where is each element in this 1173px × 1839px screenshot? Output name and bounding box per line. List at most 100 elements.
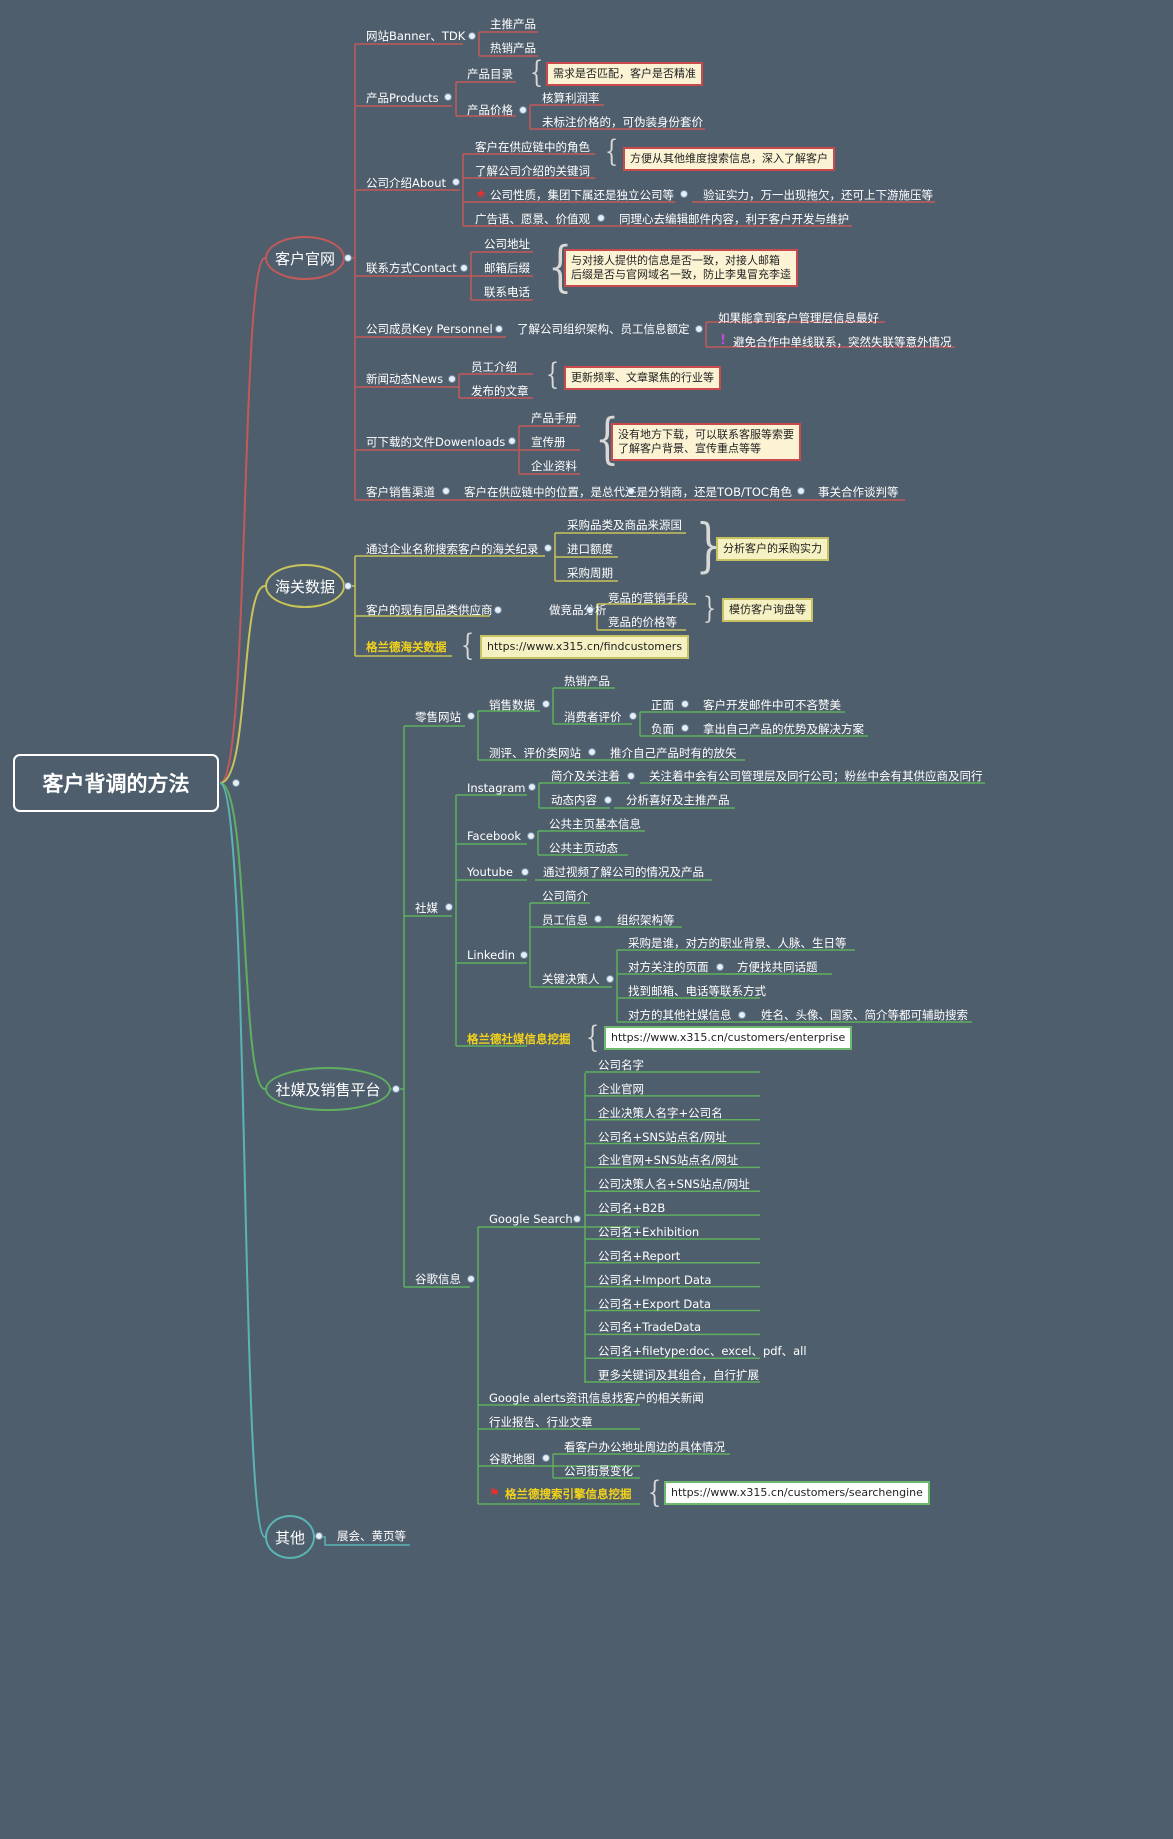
collapse-dot[interactable]	[738, 1011, 746, 1019]
collapse-dot[interactable]	[627, 772, 635, 780]
node-negative[interactable]: 负面	[651, 722, 674, 736]
node-contact[interactable]: 联系方式Contact	[366, 261, 457, 275]
collapse-dot[interactable]	[445, 903, 453, 911]
root-topic[interactable]: 客户背调的方法	[13, 754, 219, 812]
collapse-dot[interactable]	[680, 190, 688, 198]
node-fb-info[interactable]: 公共主页基本信息	[549, 817, 641, 831]
collapse-dot[interactable]	[604, 796, 612, 804]
node-company-docs[interactable]: 企业资料	[531, 459, 577, 473]
node-li-decision[interactable]: 关键决策人	[542, 972, 600, 986]
search-query-item[interactable]: 公司名字	[598, 1058, 644, 1072]
node-ig-bio[interactable]: 简介及关注着	[551, 769, 620, 783]
node-fb-posts[interactable]: 公共主页动态	[549, 841, 618, 855]
topic-other[interactable]: 其他	[265, 1515, 315, 1559]
node-articles[interactable]: 发布的文章	[471, 384, 529, 398]
node-google-info[interactable]: 谷歌信息	[415, 1272, 461, 1286]
node-comp-price[interactable]: 竞品的价格等	[608, 615, 677, 629]
node-kd-buyer[interactable]: 采购是谁，对方的职业背景、人脉、生日等	[628, 936, 847, 950]
collapse-dot[interactable]	[542, 1454, 550, 1462]
node-kd-pages[interactable]: 对方关注的页面	[628, 960, 709, 974]
node-ig-bio-detail[interactable]: 关注着中会有公司管理层及同行公司；粉丝中会有其供应商及同行	[649, 769, 983, 783]
node-solution[interactable]: 拿出自己产品的优势及解决方案	[703, 722, 864, 736]
search-query-item[interactable]: 公司名+Exhibition	[598, 1224, 700, 1239]
node-facebook[interactable]: Facebook	[467, 829, 522, 843]
node-catalog[interactable]: 产品目录	[467, 67, 513, 81]
node-slogan[interactable]: 广告语、愿景、价值观	[475, 212, 590, 226]
node-management[interactable]: 如果能拿到客户管理层信息最好	[718, 311, 879, 325]
node-sales-data[interactable]: 销售数据	[489, 698, 535, 712]
collapse-dot[interactable]	[344, 254, 352, 262]
collapse-dot[interactable]	[716, 963, 724, 971]
search-query-item[interactable]: 企业决策人名字+公司名	[598, 1105, 723, 1120]
node-staff-intro[interactable]: 员工介绍	[471, 360, 517, 374]
collapse-dot[interactable]	[597, 214, 605, 222]
node-google-maps[interactable]: 谷歌地图	[489, 1452, 535, 1466]
node-products[interactable]: 产品Products	[366, 91, 439, 105]
search-query-item[interactable]: 公司名+Export Data	[598, 1296, 711, 1311]
collapse-dot[interactable]	[681, 700, 689, 708]
search-query-item[interactable]: 企业官网	[598, 1081, 644, 1096]
node-street-view[interactable]: 公司街景变化	[564, 1464, 633, 1478]
node-profit[interactable]: 核算利润率	[542, 91, 600, 105]
node-industry-reports[interactable]: 行业报告、行业文章	[489, 1415, 593, 1429]
node-grand-customs[interactable]: 格兰德海关数据	[366, 640, 447, 654]
node-li-company[interactable]: 公司简介	[542, 889, 588, 903]
collapse-dot[interactable]	[442, 487, 450, 495]
collapse-dot[interactable]	[467, 1275, 475, 1283]
collapse-dot[interactable]	[467, 712, 475, 720]
node-brochure[interactable]: 宣传册	[531, 435, 566, 449]
collapse-dot[interactable]	[681, 724, 689, 732]
node-linkedin[interactable]: Linkedin	[467, 948, 515, 962]
collapse-dot[interactable]	[452, 178, 460, 186]
collapse-dot[interactable]	[528, 783, 536, 791]
node-hot-product[interactable]: 热销产品	[490, 41, 536, 55]
collapse-dot[interactable]	[629, 712, 637, 720]
node-expo[interactable]: 展会、黄页等	[337, 1529, 406, 1543]
node-main-product[interactable]: 主推产品	[490, 17, 536, 31]
collapse-dot[interactable]	[315, 1532, 323, 1540]
node-news[interactable]: 新闻动态News	[366, 372, 444, 386]
node-key-personnel[interactable]: 公司成员Key Personnel	[366, 322, 493, 336]
node-categories[interactable]: 采购品类及商品来源国	[567, 518, 682, 532]
node-reviews[interactable]: 消费者评价	[564, 710, 622, 724]
node-map-surroundings[interactable]: 看客户办公地址周边的具体情况	[564, 1440, 725, 1454]
collapse-dot[interactable]	[542, 700, 550, 708]
node-retail[interactable]: 零售网站	[415, 710, 461, 724]
node-marketing[interactable]: 竞品的营销手段	[608, 591, 689, 605]
collapse-dot[interactable]	[444, 93, 452, 101]
node-youtube[interactable]: Youtube	[467, 865, 513, 879]
collapse-dot[interactable]	[586, 606, 594, 614]
search-query-item[interactable]: 公司名+B2B	[598, 1201, 666, 1216]
collapse-dot[interactable]	[544, 544, 552, 552]
search-query-item[interactable]: 公司名+TradeData	[598, 1320, 702, 1335]
node-phone[interactable]: 联系电话	[484, 285, 530, 299]
collapse-dot[interactable]	[519, 106, 527, 114]
topic-website[interactable]: 客户官网	[265, 236, 345, 280]
node-hot-sales[interactable]: 热销产品	[564, 674, 610, 688]
collapse-dot[interactable]	[495, 325, 503, 333]
search-query-item[interactable]: 公司名+SNS站点名/网址	[598, 1129, 727, 1144]
node-ig-posts-detail[interactable]: 分析喜好及主推产品	[626, 793, 730, 807]
node-price-hidden[interactable]: 未标注价格的，可伪装身份套价	[542, 115, 703, 129]
node-kd-contact[interactable]: 找到邮箱、电话等联系方式	[628, 984, 766, 998]
node-positive[interactable]: 正面	[651, 698, 674, 712]
search-query-item[interactable]: 公司名+filetype:doc、excel、pdf、all	[598, 1344, 807, 1359]
link-grand-social[interactable]: https://www.x315.cn/customers/enterprise	[604, 1026, 853, 1050]
node-customs-search[interactable]: 通过企业名称搜索客户的海关纪录	[366, 542, 539, 556]
node-negotiation[interactable]: 事关合作谈判等	[818, 485, 899, 499]
node-single-contact[interactable]: 避免合作中单线联系，突然失联等意外情况	[733, 335, 952, 349]
node-competitor[interactable]: 做竞品分析	[549, 603, 607, 617]
node-address[interactable]: 公司地址	[484, 237, 530, 251]
search-query-item[interactable]: 公司名+Report	[598, 1248, 681, 1263]
search-query-item[interactable]: 公司名+Import Data	[598, 1272, 712, 1287]
collapse-dot[interactable]	[588, 748, 596, 756]
node-kd-other[interactable]: 对方的其他社媒信息	[628, 1008, 732, 1022]
node-org-structure[interactable]: 了解公司组织架构、员工信息额定	[517, 322, 690, 336]
collapse-dot[interactable]	[695, 325, 703, 333]
link-grand-customs[interactable]: https://www.x315.cn/findcustomers	[480, 635, 690, 659]
node-manual[interactable]: 产品手册	[531, 411, 577, 425]
collapse-dot[interactable]	[468, 32, 476, 40]
collapse-dot[interactable]	[797, 487, 805, 495]
node-instagram[interactable]: Instagram	[467, 781, 526, 795]
collapse-dot[interactable]	[448, 375, 456, 383]
